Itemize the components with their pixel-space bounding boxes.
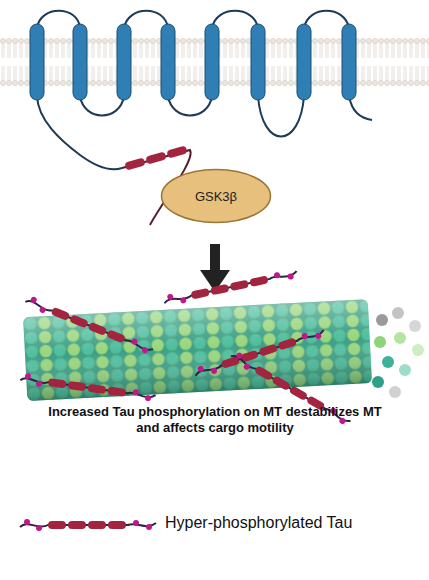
receptor-helices [30,24,356,100]
receptor-loops [37,11,372,169]
legend-sample [20,519,156,531]
caption-text: Increased Tau phosphorylation on MT dest… [45,404,385,436]
tau-on-microtubule [20,267,353,428]
node-text: GSK3β [195,189,237,204]
legend-row: Hyper-phosphorylated Tau [165,514,352,532]
legend-text: Hyper-phosphorylated Tau [165,514,352,532]
tubulin-dimers [372,307,424,398]
enzyme-ellipse: GSK3β [160,168,272,224]
